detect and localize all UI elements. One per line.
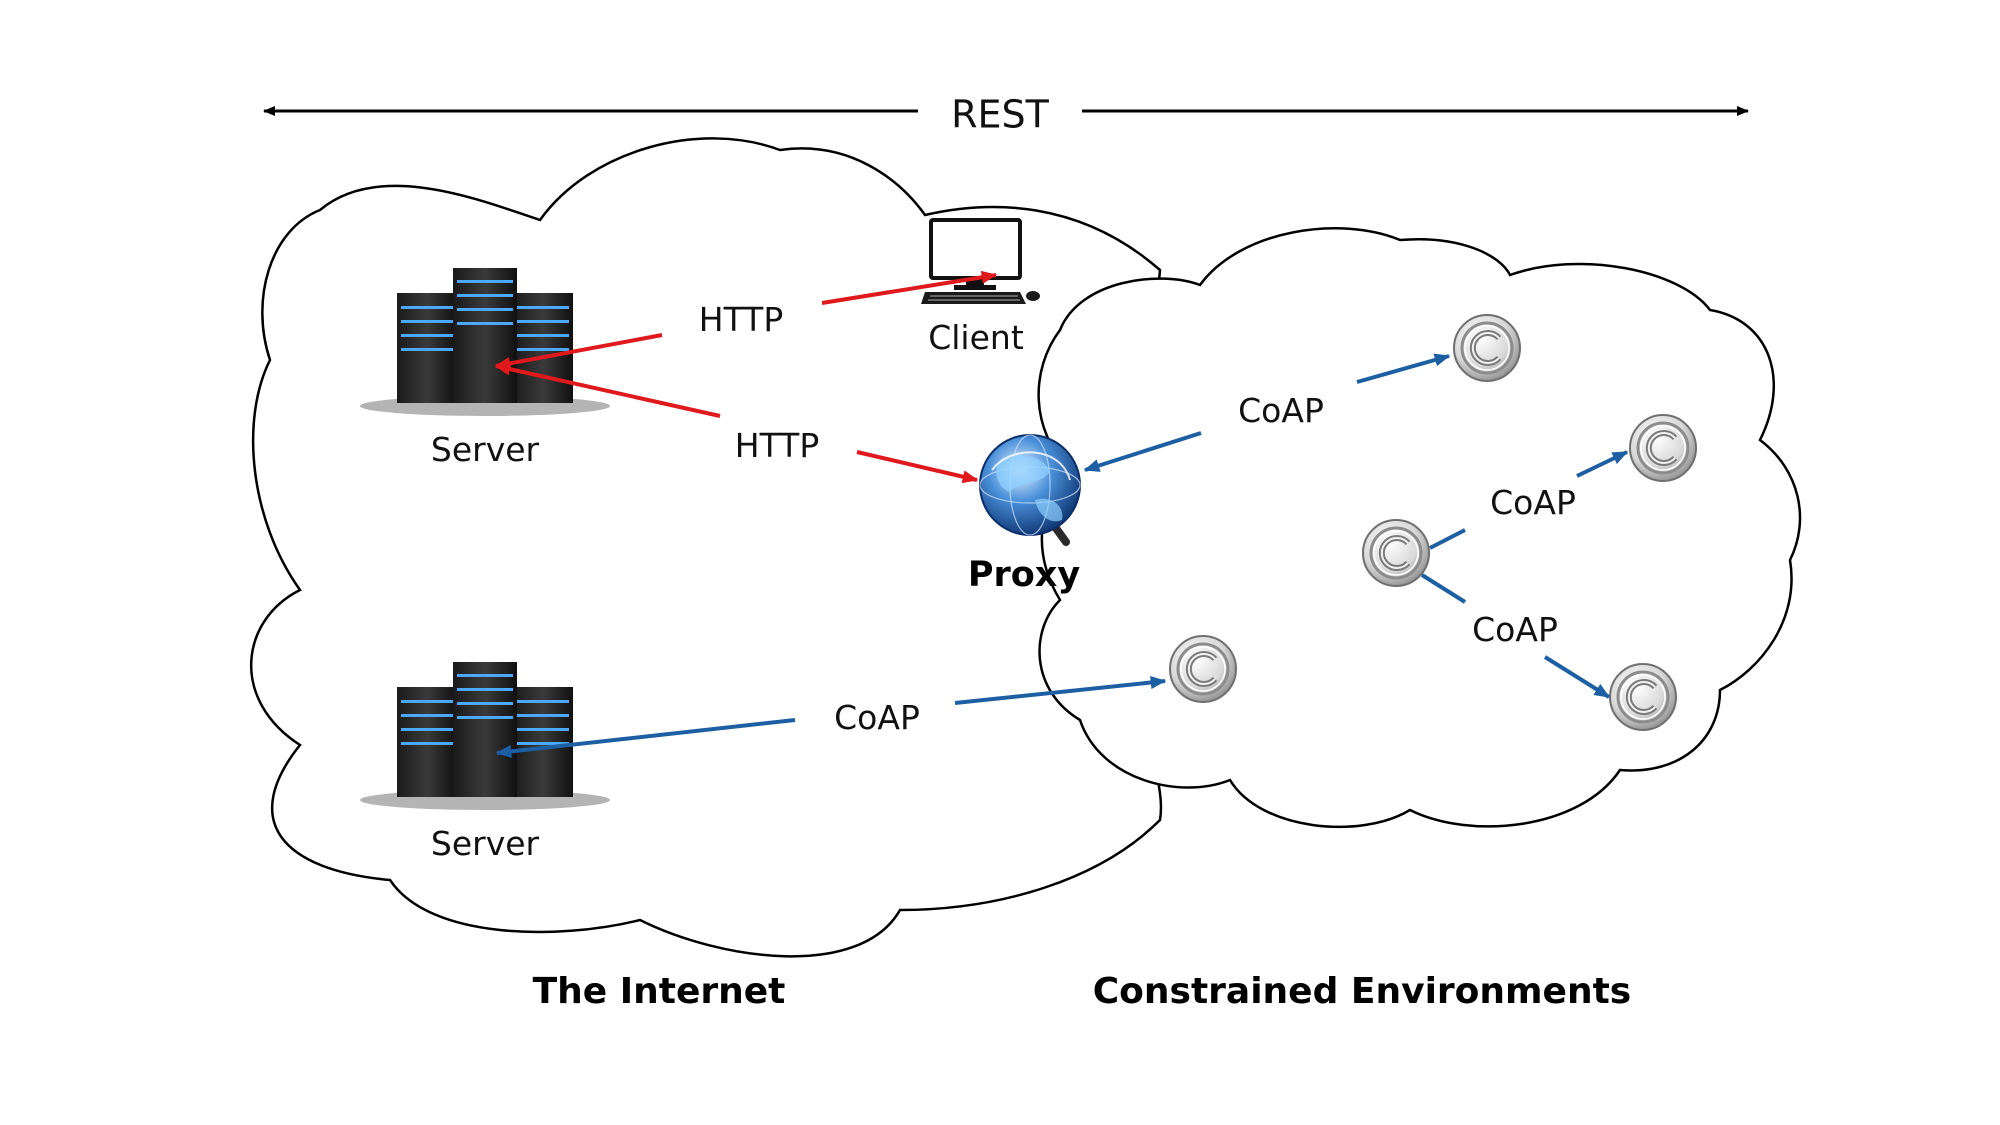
coap-node-bottom xyxy=(1170,636,1236,702)
rest-label: REST xyxy=(951,93,1050,137)
server-top: Server xyxy=(360,268,610,469)
client-label: Client xyxy=(928,318,1024,357)
server-bottom-label: Server xyxy=(431,824,540,863)
coap-arrow-server-to-device xyxy=(954,676,1167,705)
coap-device-icon xyxy=(1454,315,1520,381)
coap-link-hub-up xyxy=(1429,528,1466,550)
coap-node-top: C xyxy=(1454,315,1520,381)
coap-arrow-to-server xyxy=(495,718,796,758)
proxy: Proxy xyxy=(968,434,1081,595)
server-bottom: Server xyxy=(360,662,610,863)
http-arrow-to-proxy xyxy=(856,450,979,484)
coap-link-hub-down xyxy=(1420,573,1467,604)
internet-caption: The Internet xyxy=(533,971,786,1012)
coap-node-right-upper xyxy=(1630,415,1696,481)
coap-arrow-to-right-lower xyxy=(1543,655,1611,699)
constrained-caption: Constrained Environments xyxy=(1093,971,1632,1012)
internet-cloud xyxy=(250,137,1163,958)
http-arrow-to-server-1 xyxy=(494,333,663,370)
computer-icon xyxy=(921,218,1040,304)
coap-node-hub xyxy=(1363,520,1429,586)
constrained-cloud xyxy=(1037,227,1802,829)
client: Client xyxy=(921,218,1040,357)
coap-arrow-to-proxy xyxy=(1083,431,1202,472)
coap-label-proxy: CoAP xyxy=(1238,391,1324,430)
rest-axis: REST xyxy=(263,93,1749,137)
globe-icon xyxy=(979,434,1081,546)
coap-arrow-to-right-upper xyxy=(1576,450,1629,478)
coap-links: CoAP CoAP CoAP CoAP xyxy=(495,353,1629,758)
coap-arrow-to-top-device xyxy=(1356,353,1451,384)
http-label-1: HTTP xyxy=(699,300,783,339)
http-links: HTTP HTTP xyxy=(494,270,998,484)
coap-node-right-lower xyxy=(1610,664,1676,730)
http-arrow-to-client xyxy=(821,270,998,305)
coap-label-up: CoAP xyxy=(1490,483,1576,522)
proxy-label: Proxy xyxy=(968,555,1081,595)
coap-label-server: CoAP xyxy=(834,698,920,737)
server-top-label: Server xyxy=(431,430,540,469)
http-label-2: HTTP xyxy=(735,426,819,465)
coap-label-down: CoAP xyxy=(1472,610,1558,649)
http-arrow-to-server-2 xyxy=(494,362,721,418)
